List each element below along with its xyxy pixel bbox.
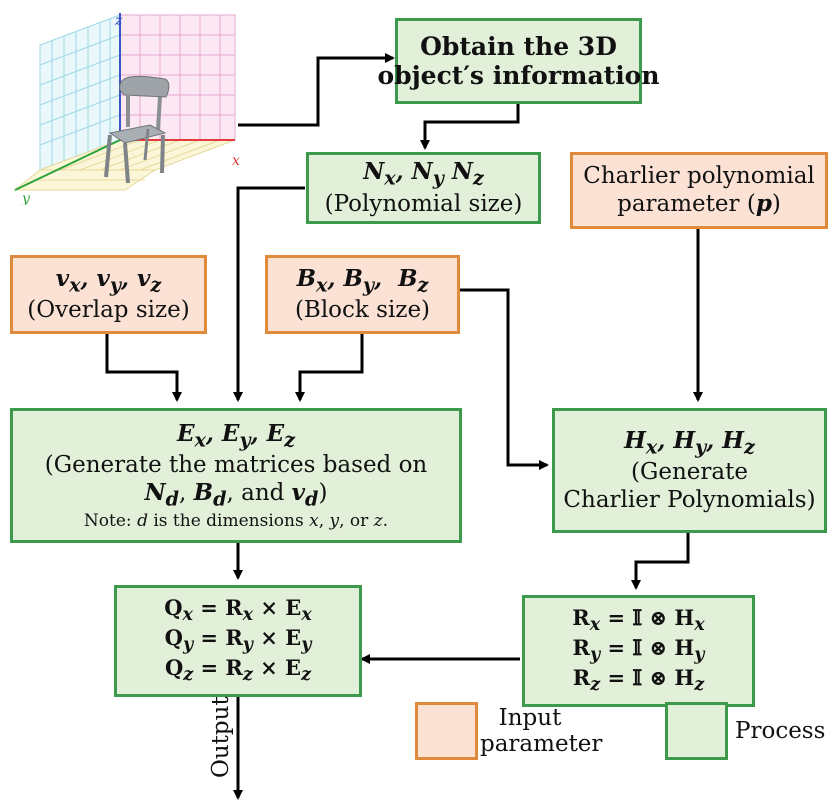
overlap-size-box: vx, vy, vz (Overlap size) [10,255,207,334]
charlier-gen-line1: (Generate [631,459,748,486]
arrow-overlap-to-matrices [105,333,182,402]
matrices-line2: Nd, Bd, and vd) [144,479,328,511]
charlier-param-line1: Charlier polynomial [583,162,815,189]
obtain-line2: object′s information [377,61,660,90]
q-equations-box: Qx = Rx × Ex Qy = Ry × Ey Qz = Rz × Ez [114,585,362,697]
overlap-size-label: (Overlap size) [27,297,190,324]
polynomial-size-box: Nx, Ny Nz (Polynomial size) [306,152,541,224]
generate-charlier-box: Hx, Hy, Hz (Generate Charlier Polynomial… [552,408,827,533]
r-equations-box: Rx = 𝕀 ⊗ Hx Ry = 𝕀 ⊗ Hy Rz = 𝕀 ⊗ Hz [522,595,755,707]
block-size-label: (Block size) [294,297,431,324]
q-eq-x: Qx = Rx × Ex [164,595,312,626]
charlier-gen-line2: Charlier Polynomials) [563,486,816,513]
q-eq-z: Qz = Rz × Ez [164,654,312,686]
arrow-polysize-to-matrices [233,186,305,402]
arrow-block-to-charliergen [460,288,549,470]
matrices-vars: Ex, Ey, Ez [176,419,296,452]
polynomial-size-vars: Nx, Ny Nz [363,158,484,190]
q-eq-y: Qy = Ry × Ey [164,625,312,656]
charlier-param-line2: parameter (p) [617,190,781,217]
r-eq-z: Rz = 𝕀 ⊗ Hz [572,664,705,696]
y-axis [14,139,121,191]
generate-matrices-box: Ex, Ey, Ez (Generate the matrices based … [10,408,462,543]
x-axis-label: x [232,153,240,169]
overlap-size-vars: vx, vy, vz [55,264,162,297]
legend-process-swatch [665,702,728,760]
r-eq-x: Rx = 𝕀 ⊗ Hx [572,605,705,636]
arrow-obtain-to-polysize [420,102,520,150]
arrow-charliergen-to-r [631,533,690,590]
matrices-note: Note: d is the dimensions x, y, or z. [83,511,389,532]
matrices-line1: (Generate the matrices based on [44,451,428,478]
obtain-object-info-box: Obtain the 3D object′s information [377,18,660,104]
legend-input-label: Input parameter [480,705,603,758]
arrow-chair-to-obtain [238,53,395,127]
chair-model [104,75,170,184]
y-axis-label: y [21,191,31,205]
charlier-vars: Hx, Hy, Hz [624,427,755,459]
r-eq-y: Ry = 𝕀 ⊗ Hy [572,635,705,666]
obtain-line1: Obtain the 3D [420,31,617,61]
arrow-block-to-matrices [295,333,364,402]
block-size-vars: Bx, By, Bz [296,264,429,297]
polynomial-size-label: (Polynomial size) [324,190,523,217]
charlier-parameter-box: Charlier polynomial parameter (p) [570,152,828,229]
chair-3d-illustration: x z y [13,13,240,205]
block-size-box: Bx, By, Bz (Block size) [265,255,460,334]
legend-input-line1: Input [498,705,562,731]
legend-input-swatch [415,702,478,760]
output-label: Output [208,696,234,778]
legend-input-line2: parameter [480,731,603,758]
legend-process-label: Process [735,718,826,744]
z-axis-label: z [114,13,123,29]
